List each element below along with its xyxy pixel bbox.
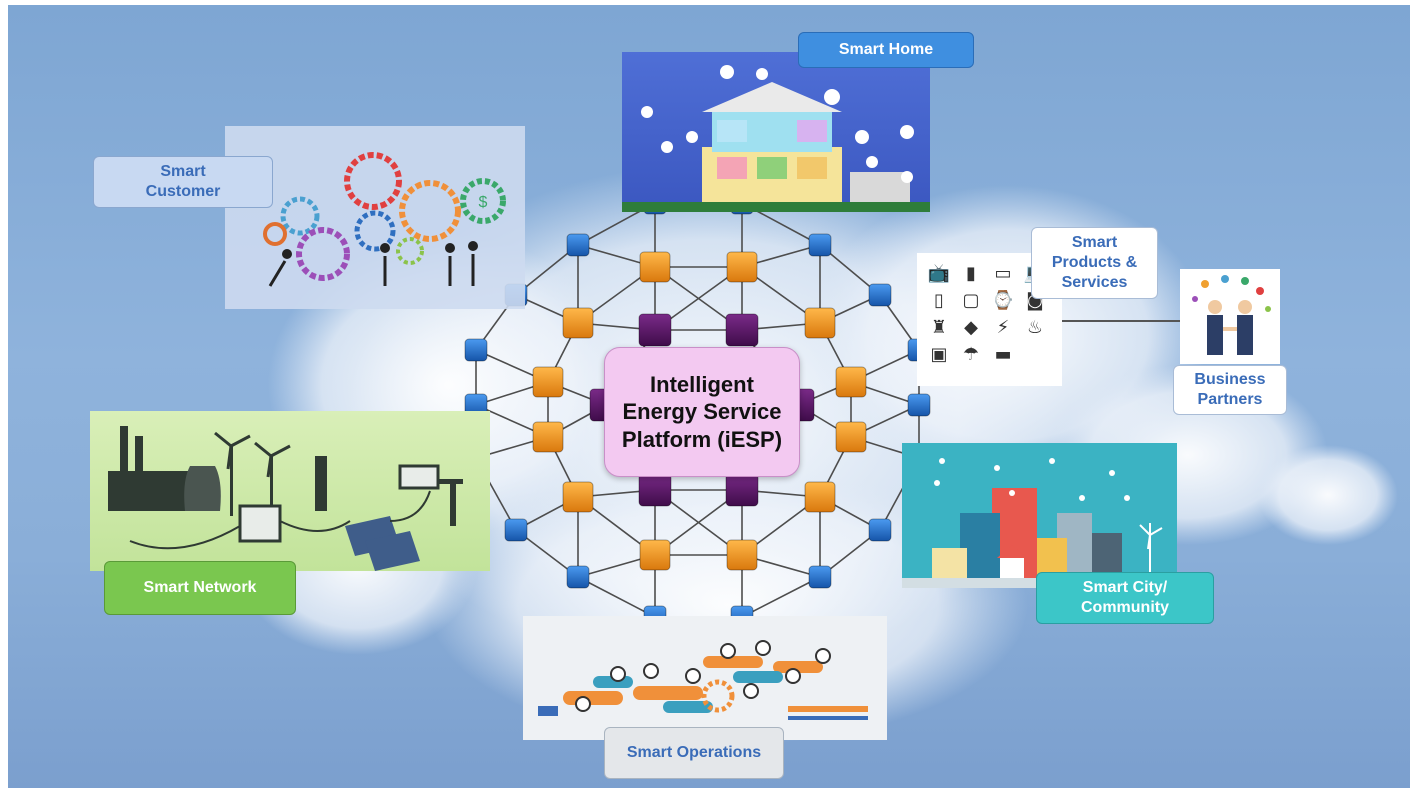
handshake-icon [1192,275,1271,355]
tablet-icon: ▢ [962,290,980,311]
purple-node [725,473,759,507]
blue-node [808,233,832,257]
smart-products-line2: Products & [1051,254,1138,271]
iesp-title-line2: Energy Service [622,399,782,425]
orange-node [835,421,867,453]
orange-node [835,366,867,398]
blue-node [868,283,892,307]
smart-network-image [90,411,490,571]
smart-products-label: Smart Products & Services [1031,227,1158,299]
smart-home-image [622,52,930,212]
smart-products-line1: Smart [1071,234,1118,251]
blue-node [868,518,892,542]
orange-node [804,481,836,513]
tv-icon: 📺 [927,263,951,284]
blue-node [504,518,528,542]
house-illustration-icon [622,65,930,212]
smart-customer-line1: Smart [160,163,206,180]
purple-node [725,313,759,347]
orange-node [639,539,671,571]
production-line-icon [538,640,868,720]
business-partners-line1: Business [1194,371,1266,388]
watch-icon: ⌚ [991,290,1015,311]
smart-customer-image: $ [225,126,525,309]
gears-people-icon: $ [263,152,506,287]
smart-customer-label: Smart Customer [93,156,273,208]
orange-node [726,251,758,283]
smart-city-line2: Community [1081,599,1169,616]
smart-network-label: Smart Network [104,561,296,615]
smart-city-label: Smart City/ Community [1036,572,1214,624]
microwave-icon: ▣ [930,344,948,365]
network-edge [577,576,656,618]
svg-text:$: $ [479,194,488,211]
blue-node [566,233,590,257]
smart-customer-line2: Customer [145,183,221,200]
orange-node [562,307,594,339]
phone-icon: ▯ [934,290,944,311]
fridge-icon: ▮ [966,263,976,284]
purple-node [638,473,672,507]
plug-icon: ⚡ [996,317,1010,338]
lamp-icon: ♜ [930,317,948,338]
smart-operations-image [523,616,887,740]
blue-node [566,565,590,589]
diagram-canvas: Smart Home $ Smart Customer 📺▮▭💻▯▢⌚◙♜◆⚡♨… [8,5,1410,788]
orange-node [532,366,564,398]
camera-icon: ◆ [964,317,978,338]
smart-home-label: Smart Home [798,32,974,68]
orange-node [562,481,594,513]
bed-icon: ▬ [994,344,1012,365]
city-skyline-icon [902,458,1177,588]
smart-products-line3: Services [1061,274,1128,291]
iesp-title-line1: Intelligent [650,371,754,397]
business-partners-line2: Partners [1197,391,1263,408]
power-grid-icon [108,426,463,571]
blue-node [907,393,931,417]
business-partners-image [1180,269,1280,364]
shower-icon: ☂ [962,344,980,365]
ac-icon: ▭ [994,263,1012,284]
business-partners-label: Business Partners [1173,365,1287,415]
purple-node [638,313,672,347]
network-edge [741,576,821,618]
faucet-icon: ♨ [1026,317,1044,338]
orange-node [804,307,836,339]
blue-node [464,338,488,362]
orange-node [532,421,564,453]
smart-operations-label: Smart Operations [604,727,784,779]
orange-node [639,251,671,283]
iesp-center-box: Intelligent Energy Service Platform (iES… [604,347,800,477]
blue-node [808,565,832,589]
orange-node [726,539,758,571]
smart-city-image [902,443,1177,588]
smart-city-line1: Smart City/ [1082,579,1168,596]
iesp-title-line3: Platform (iESP) [621,426,783,452]
